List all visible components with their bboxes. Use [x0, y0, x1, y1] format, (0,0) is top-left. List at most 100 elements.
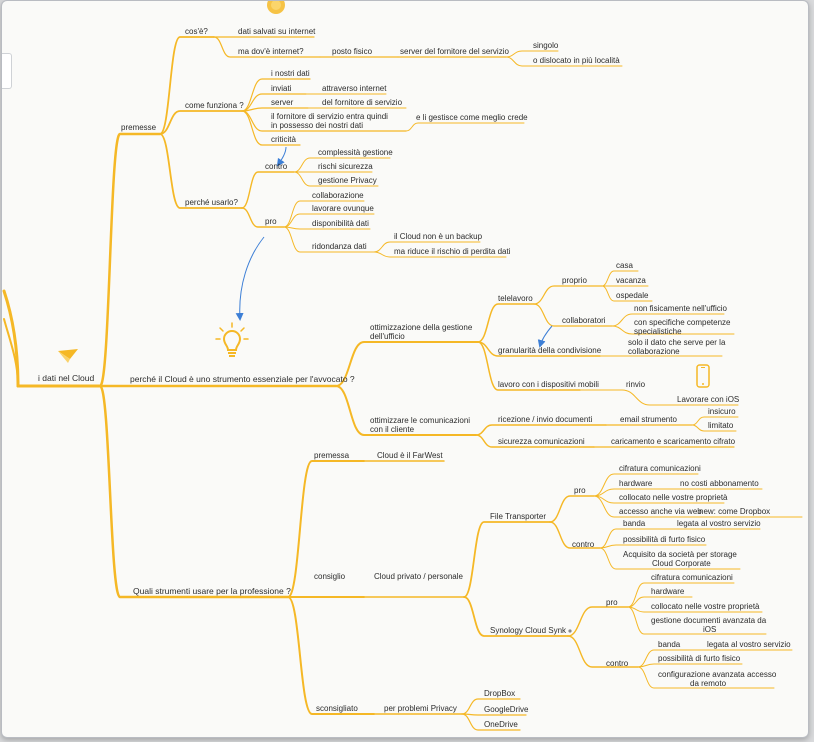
syn-pro-node[interactable]: pro [606, 598, 618, 607]
onedrive-node[interactable]: OneDrive [484, 720, 518, 729]
ft-furto-node[interactable]: possibilità di furto fisico [623, 535, 706, 544]
dove-internet-node[interactable]: ma dov'è internet? [238, 47, 304, 56]
file-transporter-node[interactable]: File Transporter [490, 512, 546, 521]
insicuro-node[interactable]: insicuro [708, 407, 736, 416]
comunicazioni-node-line2[interactable]: con il cliente [370, 425, 415, 434]
solo-dato-node-line1[interactable]: solo il dato che serve per la [628, 338, 726, 347]
sconsigliato-node[interactable]: sconsigliato [316, 704, 358, 713]
contro-node[interactable]: contro [265, 162, 288, 171]
criticita-node[interactable]: criticità [271, 135, 296, 144]
pro-collaborazione-node[interactable]: collaborazione [312, 191, 364, 200]
fornitore-entra-node-line1[interactable]: il fornitore di servizio entra quindi [271, 112, 388, 121]
del-fornitore-node[interactable]: del fornitore di servizio [322, 98, 403, 107]
comunicazioni-node-line1[interactable]: ottimizzare le comunicazioni [370, 416, 470, 425]
ottimizzazione-node-line2[interactable]: dell'ufficio [370, 332, 405, 341]
syn-gestione-node-line2[interactable]: iOS [703, 625, 716, 634]
lavoro-mobili-node[interactable]: lavoro con i dispositivi mobili [498, 380, 599, 389]
ospedale-node[interactable]: ospedale [616, 291, 649, 300]
ft-cifratura-node[interactable]: cifratura comunicazioni [619, 464, 701, 473]
farwest-node[interactable]: Cloud è il FarWest [377, 451, 443, 460]
premesse-node[interactable]: premesse [121, 123, 157, 132]
backup-node[interactable]: il Cloud non è un backup [394, 232, 483, 241]
sicurezza-comunicazioni-node[interactable]: sicurezza comunicazioni [498, 437, 585, 446]
server-fornitore-node[interactable]: server del fornitore del servizio [400, 47, 509, 56]
perche-usarlo-node[interactable]: perché usarlo? [185, 198, 238, 207]
server-node[interactable]: server [271, 98, 294, 107]
problemi-privacy-node[interactable]: per problemi Privacy [384, 704, 457, 713]
syn-gestione-node-line1[interactable]: gestione documenti avanzata da [651, 616, 767, 625]
ios-node[interactable]: Lavorare con iOS [677, 395, 739, 404]
perche-cloud-node[interactable]: perché il Cloud è uno strumento essenzia… [130, 374, 355, 384]
syn-contro-node[interactable]: contro [606, 659, 629, 668]
lightbulb-icon[interactable] [215, 322, 249, 357]
cloud-privato-node[interactable]: Cloud privato / personale [374, 572, 463, 581]
contro-item-privacy[interactable]: gestione Privacy [318, 176, 377, 185]
ft-banda-node[interactable]: banda [623, 519, 646, 528]
rischio-node[interactable]: ma riduce il rischio di perdita dati [394, 247, 511, 256]
dati-salvati-node[interactable]: dati salvati su internet [238, 27, 316, 36]
collaboratori-node[interactable]: collaboratori [562, 316, 606, 325]
ottimizzazione-node-line1[interactable]: ottimizzazione della gestione [370, 323, 473, 332]
pro-disponibilita-node[interactable]: disponibilità dati [312, 219, 369, 228]
ft-new-node[interactable]: new: come Dropbox [699, 507, 770, 516]
ft-legata-node[interactable]: legata al vostro servizio [677, 519, 761, 528]
pro-ovunque-node[interactable]: lavorare ovunque [312, 204, 374, 213]
syn-collocato-node[interactable]: collocato nelle vostre proprietà [651, 602, 760, 611]
root-node[interactable]: i dati nel Cloud [38, 373, 95, 383]
quali-strumenti-node[interactable]: Quali strumenti usare per la professione… [133, 586, 291, 596]
side-panel-handle[interactable] [2, 53, 12, 89]
vacanza-node[interactable]: vacanza [616, 276, 646, 285]
ricezione-node[interactable]: ricezione / invio documenti [498, 415, 592, 424]
come-funziona-node[interactable]: come funziona ? [185, 101, 244, 110]
telelavoro-node[interactable]: telelavoro [498, 294, 533, 303]
contro-item-gestione[interactable]: complessità gestione [318, 148, 393, 157]
contro-item-sicurezza[interactable]: rischi sicurezza [318, 162, 373, 171]
cos-e-node[interactable]: cos'è? [185, 27, 208, 36]
ft-no-costi-node[interactable]: no costi abbonamento [680, 479, 759, 488]
dropbox-node[interactable]: DropBox [484, 689, 515, 698]
posto-fisico-node[interactable]: posto fisico [332, 47, 373, 56]
ft-hardware-node[interactable]: hardware [619, 479, 653, 488]
limitato-node[interactable]: limitato [708, 421, 734, 430]
consiglio-node[interactable]: consiglio [314, 572, 346, 581]
ft-accesso-node[interactable]: accesso anche via web [619, 507, 702, 516]
granularita-node[interactable]: granularità della condivisione [498, 346, 602, 355]
syn-legata-node[interactable]: legata al vostro servizio [707, 640, 791, 649]
syn-config-node-line1[interactable]: configurazione avanzata accesso [658, 670, 777, 679]
competenze-node-line2[interactable]: specialistiche [634, 327, 682, 336]
ft-contro-node[interactable]: contro [572, 540, 595, 549]
gestisce-node[interactable]: e li gestisce come meglio crede [416, 113, 528, 122]
syn-config-node-line2[interactable]: da remoto [690, 679, 727, 688]
googledrive-node[interactable]: GoogleDrive [484, 705, 529, 714]
casa-node[interactable]: casa [616, 261, 633, 270]
syn-furto-node[interactable]: possibilità di furto fisico [658, 654, 741, 663]
premessa-node[interactable]: premessa [314, 451, 350, 460]
fornitore-entra-node-line2[interactable]: in possesso dei nostri dati [271, 121, 363, 130]
singolo-node[interactable]: singolo [533, 41, 559, 50]
pro-node[interactable]: pro [265, 217, 277, 226]
inviati-node[interactable]: inviati [271, 84, 292, 93]
ft-acquisito-node-line1[interactable]: Acquisito da società per storage [623, 550, 737, 559]
pro-ridondanza-node[interactable]: ridondanza dati [312, 242, 367, 251]
ft-pro-node[interactable]: pro [574, 486, 586, 495]
smartphone-icon[interactable] [696, 364, 710, 388]
rinvio-node[interactable]: rinvio [626, 380, 646, 389]
ft-collocato-node[interactable]: collocato nelle vostre proprietà [619, 493, 728, 502]
syn-cifratura-node[interactable]: cifratura comunicazioni [651, 573, 733, 582]
syn-hardware-node[interactable]: hardware [651, 587, 685, 596]
syn-banda-node[interactable]: banda [658, 640, 681, 649]
proprio-node[interactable]: proprio [562, 276, 587, 285]
email-strumento-node[interactable]: email strumento [620, 415, 677, 424]
solo-dato-node-line2[interactable]: collaborazione [628, 347, 680, 356]
nostri-dati-node[interactable]: i nostri dati [271, 69, 310, 78]
competenze-node-line1[interactable]: con specifiche competenze [634, 318, 731, 327]
attraverso-internet-node[interactable]: attraverso internet [322, 84, 387, 93]
caricamento-node[interactable]: caricamento e scaricamento cifrato [611, 437, 736, 446]
dislocato-node[interactable]: o dislocato in più località [533, 56, 620, 65]
ft-acquisito-node-line2[interactable]: Cloud Corporate [652, 559, 711, 568]
synology-node[interactable]: Synology Cloud Synk [490, 626, 567, 635]
non-fisicamente-node[interactable]: non fisicamente nell'ufficio [634, 304, 728, 313]
